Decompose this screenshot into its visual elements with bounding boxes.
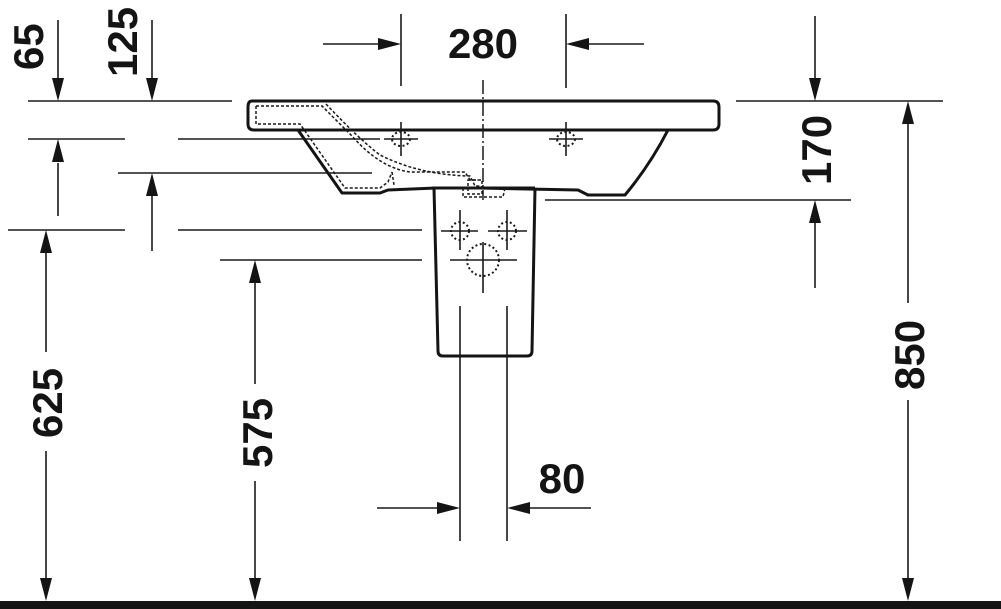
- dimension-65: 65: [5, 20, 64, 216]
- dimension-label-65: 65: [5, 23, 52, 70]
- dimension-label-170: 170: [793, 115, 840, 185]
- dimension-170: 170: [793, 16, 840, 288]
- dimension-label-125: 125: [99, 7, 146, 77]
- dimension-125: 125: [99, 7, 158, 251]
- dimension-80: 80: [377, 455, 591, 514]
- dimension-label-80: 80: [539, 455, 586, 502]
- pedestal-connections: [441, 210, 527, 293]
- dimension-625: 625: [24, 230, 71, 601]
- extension-lines: [8, 14, 943, 541]
- dimension-label-850: 850: [886, 320, 933, 390]
- dimension-280: 280: [323, 20, 644, 67]
- washbasin-outline: [246, 99, 721, 197]
- dimension-label-625: 625: [24, 368, 71, 438]
- floor-line: [0, 601, 1001, 609]
- tap-hole-left: [384, 122, 418, 156]
- dimension-850: 850: [886, 101, 933, 601]
- dimension-label-575: 575: [234, 398, 281, 468]
- dimension-575: 575: [234, 260, 281, 601]
- dimension-label-280: 280: [448, 20, 518, 67]
- tap-hole-right: [549, 122, 583, 156]
- pedestal-outline: [432, 187, 537, 358]
- basin-inner-dashed: [255, 103, 506, 198]
